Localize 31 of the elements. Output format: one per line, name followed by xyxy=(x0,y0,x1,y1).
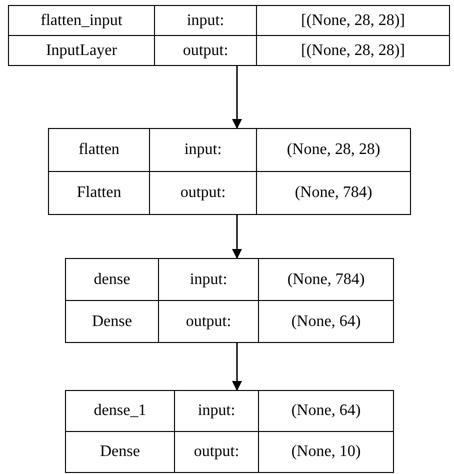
layer-table xyxy=(65,390,394,473)
table-cell: (None, 10) xyxy=(258,432,394,472)
table-cell: Dense xyxy=(66,432,174,472)
table-cell: flatten xyxy=(48,128,150,172)
layer-table xyxy=(65,258,394,343)
table-cell: output: xyxy=(150,172,256,214)
table-cell: output: xyxy=(174,432,258,472)
table-cell: dense_1 xyxy=(66,390,174,432)
table-cell: [(None, 28, 28)] xyxy=(256,36,450,66)
table-cell: output: xyxy=(154,36,256,66)
arrow xyxy=(232,66,242,129)
table-cell: Dense xyxy=(66,300,158,342)
table-cell: output: xyxy=(158,300,258,342)
layer-table xyxy=(48,128,411,215)
table-cell: input: xyxy=(150,128,256,172)
layer-table xyxy=(8,5,450,66)
table-cell: dense xyxy=(66,258,158,300)
table-cell: InputLayer xyxy=(8,36,154,66)
table-cell: flatten_input xyxy=(8,6,154,36)
table-cell: Flatten xyxy=(48,172,150,214)
arrow xyxy=(232,343,242,391)
table-cell: input: xyxy=(174,390,258,432)
arrow xyxy=(232,215,242,259)
table-cell: input: xyxy=(154,6,256,36)
table-cell: [(None, 28, 28)] xyxy=(256,6,450,36)
table-cell: (None, 64) xyxy=(258,300,394,342)
table-cell: (None, 784) xyxy=(258,258,394,300)
table-cell: (None, 784) xyxy=(256,172,410,214)
table-cell: (None, 28, 28) xyxy=(256,128,410,172)
table-cell: (None, 64) xyxy=(258,390,394,432)
table-cell: input: xyxy=(158,258,258,300)
